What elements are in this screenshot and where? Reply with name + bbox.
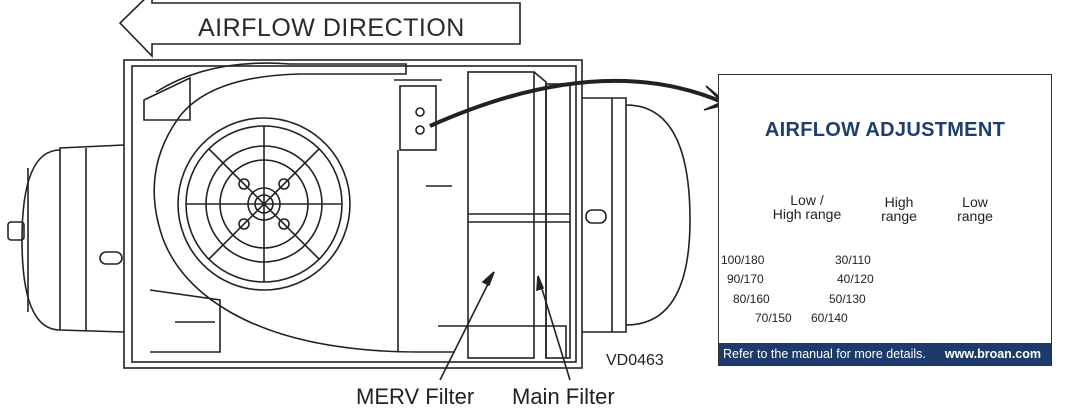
footer-url: www.broan.com [944, 347, 1041, 361]
left-duct-collar [59, 144, 125, 333]
airflow-arrow [118, 0, 521, 58]
low-range-line-2: range [957, 208, 993, 224]
card-footer: Refer to the manual for more details. ww… [719, 343, 1051, 365]
adjustment-box [399, 85, 437, 151]
low-range-label: Low range [947, 195, 1003, 223]
footer-note: Refer to the manual for more details. [723, 347, 926, 361]
low-high-range-line-2: High range [772, 206, 842, 222]
main-filter-slot [545, 83, 571, 359]
high-range-label: High range [869, 195, 929, 223]
fan-wheel [177, 117, 351, 291]
housing [123, 59, 583, 369]
low-high-range-label: Low / High range [767, 193, 847, 221]
drawing-code: VD0463 [606, 352, 664, 369]
high-range-line-2: range [881, 208, 917, 224]
airflow-adjustment-card: AIRFLOW ADJUSTMENT Low / High range High… [718, 74, 1052, 366]
right-duct-collar [582, 97, 627, 333]
airflow-direction-label: AIRFLOW DIRECTION [198, 14, 465, 42]
dial-setting-100-180: 100/180 [721, 253, 765, 267]
card-title: AIRFLOW ADJUSTMENT [764, 119, 1006, 141]
pointer-arrow [429, 78, 723, 128]
low-high-range-line-1: Low / [790, 192, 824, 208]
main-leader [537, 275, 571, 381]
merv-filter-slot [467, 71, 535, 359]
dial-setting-30-110: 30/110 [835, 253, 871, 267]
low-range-line-1: Low [962, 194, 988, 210]
dial-setting-80-160: 80/160 [733, 292, 770, 306]
dial-setting-50-130: 50/130 [829, 292, 866, 306]
merv-filter-label: MERV Filter [356, 384, 475, 409]
dial-setting-70-150: 70/150 [755, 311, 792, 325]
dial-setting-60-140: 60/140 [811, 311, 848, 325]
blower-scroll [153, 62, 455, 353]
merv-leader [439, 271, 495, 381]
high-range-line-1: High [884, 194, 914, 210]
main-filter-label: Main Filter [512, 384, 615, 409]
dial-setting-90-170: 90/170 [727, 272, 764, 286]
dial-setting-40-120: 40/120 [837, 272, 874, 286]
